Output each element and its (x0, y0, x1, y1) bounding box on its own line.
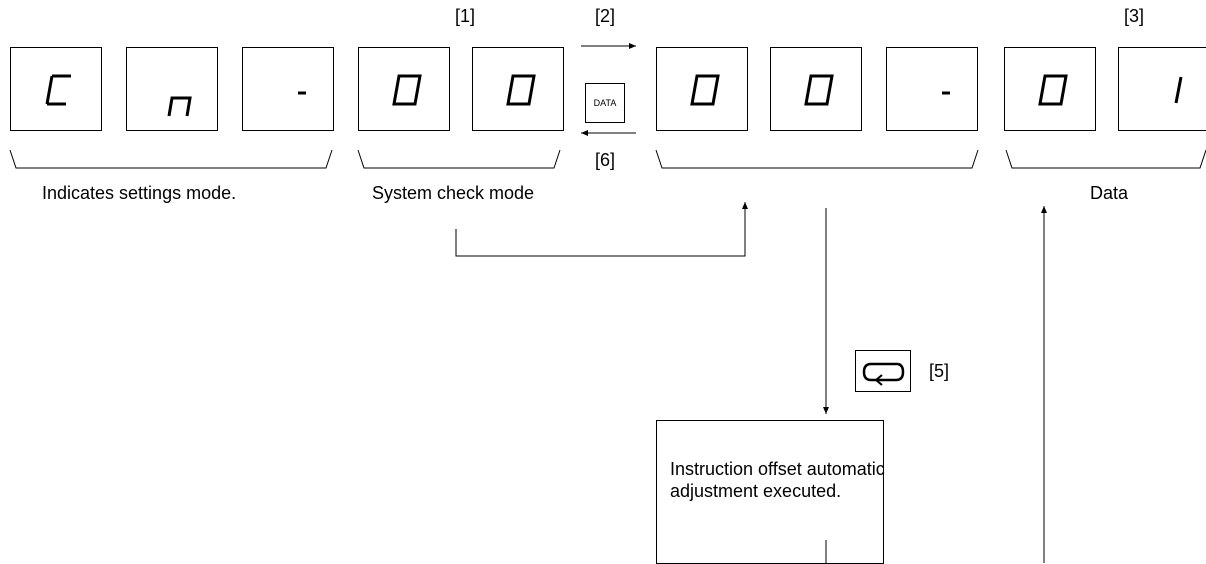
display-digit-c (10, 47, 102, 131)
display-digit-dash (242, 47, 334, 131)
marker-3: [3] (1124, 6, 1145, 26)
process-text-line-2: adjustment executed. (670, 481, 842, 501)
display-digit-0 (358, 47, 450, 131)
bracket-data (1005, 149, 1206, 169)
display-digit-1 (1118, 47, 1206, 131)
marker-2: [2] (595, 6, 616, 26)
caption-data: Data (1090, 183, 1129, 203)
caption-system-check-mode: System check mode (372, 183, 535, 203)
bracket-middle (655, 149, 979, 169)
caption-settings-mode: Indicates settings mode. (42, 183, 237, 203)
display-digit-0 (472, 47, 564, 131)
enter-button[interactable] (855, 350, 911, 392)
bracket-settings (9, 149, 333, 169)
display-digit-dash (886, 47, 978, 131)
display-digit-0 (770, 47, 862, 131)
process-text-line-1: Instruction offset automatic (670, 459, 885, 479)
bracket-system-check (357, 149, 561, 169)
marker-5: [5] (929, 361, 950, 381)
display-digit-0 (656, 47, 748, 131)
display-digit-n (126, 47, 218, 131)
enter-loop-icon (862, 362, 905, 386)
loop-line (455, 202, 748, 257)
display-digit-0 (1004, 47, 1096, 131)
process-box: Instruction offset automatic adjustment … (656, 420, 885, 564)
data-button[interactable]: DATA (585, 83, 625, 123)
marker-1: [1] (455, 6, 476, 26)
marker-6: [6] (595, 150, 616, 170)
